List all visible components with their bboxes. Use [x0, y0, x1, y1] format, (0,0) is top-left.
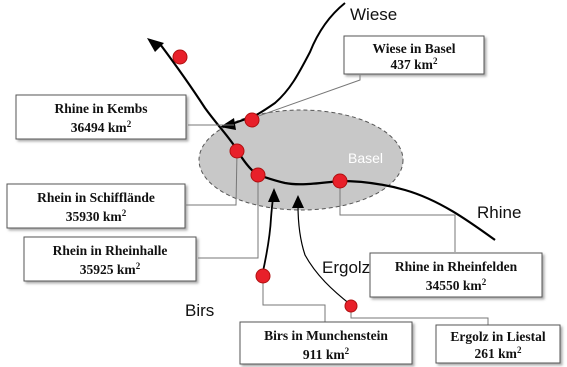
station-name: Rhine in Rheinfelden: [395, 259, 518, 274]
station-marker-munchenstein: [255, 268, 271, 284]
station-box-rhein-schifflaende: Rhein in Schifflände 35930 km2: [6, 183, 186, 229]
river-label-birs: Birs: [185, 301, 214, 320]
station-box-wiese-basel: Wiese in Basel 437 km2: [343, 35, 485, 75]
station-area: 261 km2: [475, 345, 522, 361]
leader-rheinfelden: [339, 183, 456, 252]
station-box-ergolz-liestal: Ergolz in Liestal 261 km2: [435, 324, 561, 364]
ergolz-river: [297, 204, 352, 306]
station-name: Rhein in Schifflände: [37, 190, 155, 205]
wiese-river: [225, 2, 346, 127]
river-label-ergolz: Ergolz: [322, 258, 370, 277]
leader-wiese-basel: [252, 75, 361, 119]
basel-area: Basel: [198, 109, 404, 211]
station-markers: [172, 49, 358, 313]
station-name: Rhine in Kembs: [54, 101, 147, 116]
station-marker-kembs: [172, 49, 188, 65]
station-box-rhine-rheinfelden: Rhine in Rheinfelden 34550 km2: [369, 252, 543, 298]
station-marker-rheinfelden: [332, 173, 348, 189]
rhine-river: [159, 43, 496, 241]
station-name: Birs in Munchenstein: [264, 328, 388, 343]
station-area: 911 km2: [303, 346, 350, 362]
river-label-wiese: Wiese: [350, 5, 397, 24]
rivers: [147, 2, 496, 306]
station-area: 437 km2: [391, 56, 438, 72]
station-area: 34550 km2: [426, 277, 487, 293]
station-name: Ergolz in Liestal: [450, 329, 545, 344]
station-area: 35925 km2: [80, 261, 141, 277]
leader-schifflaende: [186, 151, 238, 206]
station-box-rhein-rheinhalle: Rhein in Rheinhalle 35925 km2: [23, 236, 197, 282]
river-labels: Wiese Rhine Ergolz Birs: [185, 5, 521, 320]
station-box-birs-munchenstein: Birs in Munchenstein 911 km2: [239, 321, 413, 365]
leader-lines: [186, 75, 489, 328]
ergolz-flow-arrow: [292, 195, 304, 208]
basel-label: Basel: [348, 150, 383, 166]
station-name: Rhein in Rheinhalle: [53, 243, 168, 258]
station-marker-liestal: [344, 299, 358, 313]
birs-flow-arrow: [268, 188, 280, 202]
leader-munchenstein: [262, 276, 326, 325]
station-marker-schifflaende: [229, 143, 245, 159]
station-name: Wiese in Basel: [372, 41, 455, 56]
wiese-flow-arrow: [220, 118, 236, 130]
station-box-rhine-kembs: Rhine in Kembs 36494 km2: [15, 94, 187, 140]
station-marker-rheinhalle: [250, 167, 266, 183]
station-marker-wiese-basel: [244, 112, 260, 128]
station-area: 35930 km2: [66, 208, 127, 224]
rhine-flow-arrow: [147, 38, 164, 52]
station-area: 36494 km2: [71, 119, 132, 135]
river-label-rhine: Rhine: [477, 203, 521, 222]
leader-rheinhalle: [198, 176, 259, 259]
